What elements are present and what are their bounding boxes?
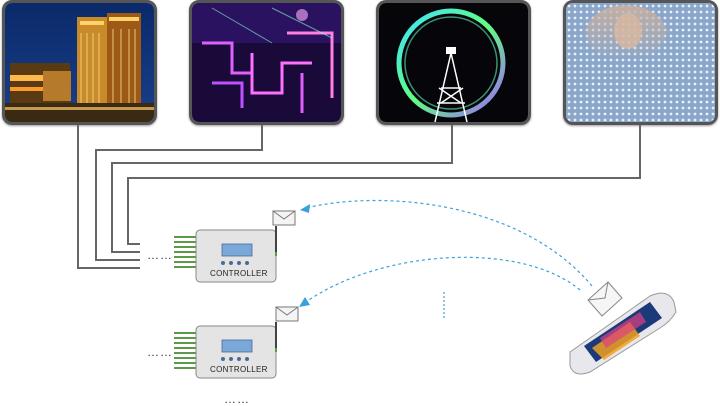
photo-facade (189, 0, 344, 125)
controller-1 (174, 226, 277, 283)
controller-1-label: CONTROLLER (210, 269, 268, 278)
photo-led-screen (563, 0, 718, 125)
arrowhead-1 (300, 204, 310, 213)
controller-2-label: CONTROLLER (210, 365, 268, 374)
signal-to-controller-2 (305, 256, 581, 303)
photo-ferris-wheel (376, 0, 531, 125)
controller-2 (174, 322, 277, 379)
signal-to-controller-1 (305, 199, 593, 287)
wire-building (77, 125, 140, 269)
more-dots: …… (224, 392, 250, 406)
envelope-icon-phone (587, 281, 623, 317)
photo-building (2, 0, 157, 125)
wire-ferris (111, 125, 453, 253)
led-screen-photo (566, 3, 715, 122)
smartphone-icon (569, 281, 677, 375)
ferris-wheel-photo (379, 3, 528, 122)
envelope-icon-2 (275, 306, 299, 322)
wire-screen (127, 125, 641, 245)
arrowhead-2 (299, 297, 310, 307)
controller-1-dots: …… (147, 248, 173, 262)
envelope-icon-1 (272, 210, 296, 226)
controller-2-dots: …… (147, 345, 173, 359)
building-lights-photo (5, 3, 154, 122)
wire-facade (95, 125, 263, 261)
facade-led-photo (192, 3, 341, 122)
